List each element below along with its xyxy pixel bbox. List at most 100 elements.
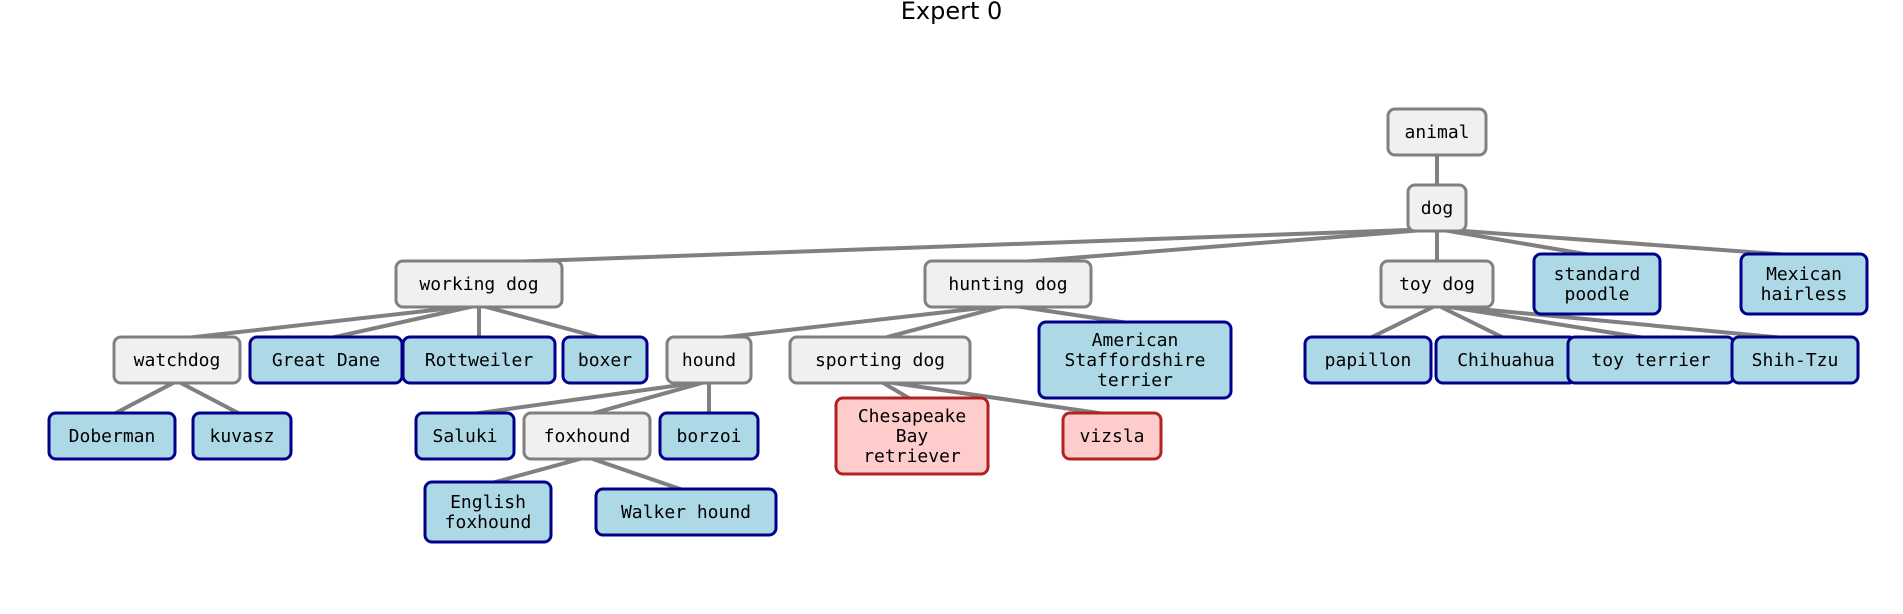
node-watchdog: watchdog xyxy=(112,335,242,385)
node-box xyxy=(561,335,649,385)
node-toy-dog: toy dog xyxy=(1379,259,1495,309)
edge-toy_dog-papillon xyxy=(1367,303,1438,341)
edge-hunting_dog-hound xyxy=(708,303,1009,341)
node-box xyxy=(394,259,564,309)
node-label: hunting dog xyxy=(948,274,1067,295)
node-hunting-dog: hunting dog xyxy=(923,259,1093,309)
node-label: vizsla xyxy=(1079,426,1144,447)
edge-working_dog-boxer xyxy=(478,303,606,341)
node-box xyxy=(1061,411,1163,461)
node-box xyxy=(665,335,753,385)
node-label: hound xyxy=(682,350,736,371)
node-box xyxy=(1406,183,1468,233)
node-walker-hound: Walker hound xyxy=(594,487,778,537)
node-box xyxy=(1739,252,1869,316)
node-box xyxy=(47,411,177,461)
node-label: Great Dane xyxy=(272,350,380,371)
diagram-title: Expert 0 xyxy=(900,0,1003,25)
node-box xyxy=(594,487,778,537)
node-box xyxy=(401,335,557,385)
node-chihuahua: Chihuahua xyxy=(1434,335,1578,385)
nodes: animal dog working dog hunting dog toy dog st… xyxy=(47,107,1869,544)
edge-toy_dog-toy_terrier xyxy=(1436,303,1652,341)
node-dog: dog xyxy=(1406,183,1468,233)
node-foxhound: foxhound xyxy=(522,411,652,461)
node-box xyxy=(1037,320,1233,400)
node-box xyxy=(191,411,293,461)
node-label: Rottweiler xyxy=(425,350,534,371)
edge-dog-standard_poodle xyxy=(1436,227,1598,258)
node-box xyxy=(788,335,972,385)
edge-working_dog-great_dane xyxy=(325,303,480,341)
edge-hunting_dog-sporting_dog xyxy=(879,303,1009,341)
node-label: kuvasz xyxy=(209,426,274,447)
node-label: watchdog xyxy=(134,350,221,371)
node-box xyxy=(423,480,553,544)
node-box xyxy=(1386,107,1488,157)
node-label: animal xyxy=(1404,122,1469,143)
node-label: Shih-Tzu xyxy=(1752,350,1839,371)
edge-dog-working_dog xyxy=(478,227,1438,265)
edge-hound-foxhound xyxy=(586,379,710,417)
node-label: toy terrier xyxy=(1591,350,1710,371)
node-box xyxy=(1730,335,1860,385)
node-shih-tzu: Shih-Tzu xyxy=(1730,335,1860,385)
node-label: papillon xyxy=(1325,350,1412,371)
edge-toy_dog-chihuahua xyxy=(1436,303,1507,341)
edge-dog-hunting_dog xyxy=(1007,227,1438,265)
node-great-dane: Great Dane xyxy=(248,335,404,385)
node-label: foxhound xyxy=(544,426,631,447)
edge-hound-saluki xyxy=(464,379,710,417)
node-box xyxy=(923,259,1093,309)
node-kuvasz: kuvasz xyxy=(191,411,293,461)
node-box xyxy=(834,396,990,476)
node-label: sporting dog xyxy=(815,350,945,371)
node-doberman: Doberman xyxy=(47,411,177,461)
node-papillon: papillon xyxy=(1303,335,1433,385)
node-label: Chihuahua xyxy=(1457,350,1555,371)
node-boxer: boxer xyxy=(561,335,649,385)
edge-foxhound-english_foxhound xyxy=(487,455,588,486)
node-label: working dog xyxy=(419,274,538,295)
node-saluki: Saluki xyxy=(414,411,516,461)
edge-dog-mexican_hairless xyxy=(1436,227,1805,258)
node-box xyxy=(658,411,760,461)
node-label: Walker hound xyxy=(621,502,751,523)
node-box xyxy=(112,335,242,385)
edge-watchdog-kuvasz xyxy=(176,379,243,417)
node-label: toy dog xyxy=(1399,274,1475,295)
edge-toy_dog-shih_tzu xyxy=(1436,303,1796,341)
node-hound: hound xyxy=(665,335,753,385)
node-toy-terrier: toy terrier xyxy=(1566,335,1736,385)
node-label: boxer xyxy=(578,350,632,371)
node-rottweiler: Rottweiler xyxy=(401,335,557,385)
node-label: Saluki xyxy=(432,426,497,447)
node-label: Doberman xyxy=(69,426,156,447)
node-sporting-dog: sporting dog xyxy=(788,335,972,385)
node-working-dog: working dog xyxy=(394,259,564,309)
node-animal: animal xyxy=(1386,107,1488,157)
node-box xyxy=(522,411,652,461)
node-box xyxy=(1303,335,1433,385)
edge-working_dog-watchdog xyxy=(176,303,480,341)
node-label: borzoi xyxy=(676,426,741,447)
node-borzoi: borzoi xyxy=(658,411,760,461)
edge-watchdog-doberman xyxy=(111,379,178,417)
node-label: dog xyxy=(1421,198,1454,219)
node-vizsla: vizsla xyxy=(1061,411,1163,461)
edge-foxhound-walker_hound xyxy=(586,455,687,493)
node-box xyxy=(414,411,516,461)
edge-sporting_dog-vizsla xyxy=(879,379,1113,417)
